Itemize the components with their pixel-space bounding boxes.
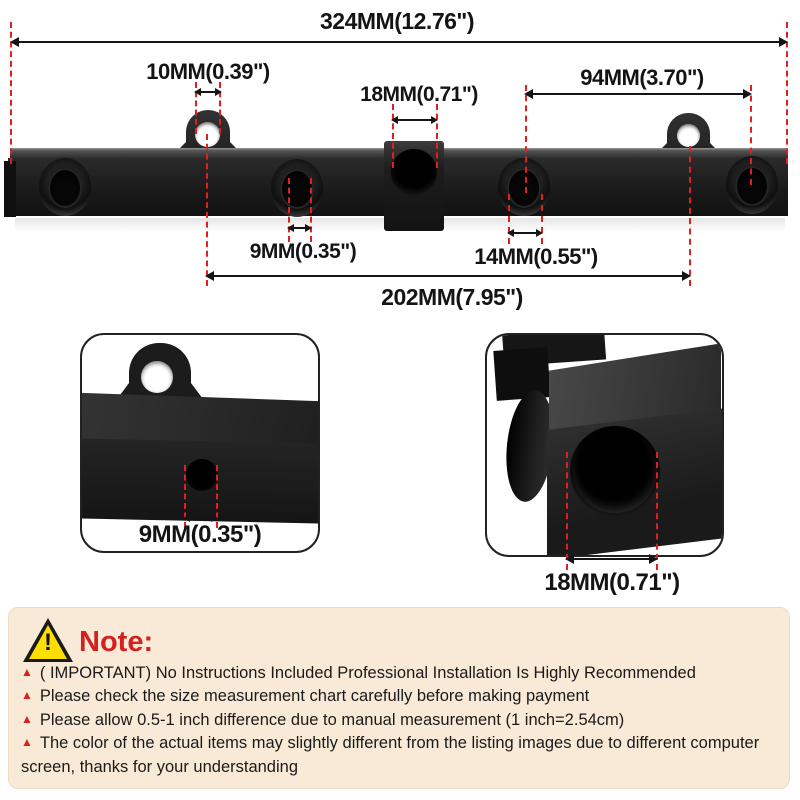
injector-port-hole-2 bbox=[280, 169, 314, 209]
dimension-arrow-ear-hole bbox=[194, 88, 222, 96]
dimension-dashed-line bbox=[206, 134, 208, 286]
closeup-injector-hole bbox=[186, 459, 218, 491]
dimension-arrow-center-port bbox=[391, 116, 438, 124]
dimension-dashed-line bbox=[392, 104, 394, 168]
dimension-dashed-line bbox=[184, 465, 186, 528]
dimension-label-overall: 324MM(12.76") bbox=[320, 8, 474, 34]
dimension-dashed-line bbox=[288, 178, 290, 242]
dimension-label-mount-spacing: 202MM(7.95") bbox=[381, 284, 523, 310]
dimension-dashed-line bbox=[219, 82, 221, 134]
note-bullet: ▲The color of the actual items may sligh… bbox=[21, 732, 787, 778]
dimension-dashed-line bbox=[525, 85, 527, 193]
dimension-dashed-line bbox=[216, 465, 218, 528]
dimension-dashed-line bbox=[656, 452, 658, 570]
closeup-panel-left bbox=[80, 333, 320, 553]
note-bullet-text: Please check the size measurement chart … bbox=[39, 687, 590, 706]
center-inlet-hole bbox=[391, 149, 437, 195]
dimension-dashed-line bbox=[310, 178, 312, 242]
note-bullet-text: Please allow 0.5-1 inch difference due t… bbox=[39, 710, 625, 729]
dimension-dashed-line bbox=[786, 22, 788, 164]
dimension-dashed-line bbox=[195, 82, 197, 134]
injector-port-hole-3 bbox=[507, 168, 541, 208]
dimension-arrow-injector-hole bbox=[287, 224, 312, 232]
dimension-label-ear-hole: 10MM(0.39") bbox=[146, 59, 270, 84]
warning-icon: ! bbox=[23, 618, 73, 662]
closeup-label-right: 18MM(0.71") bbox=[544, 569, 680, 596]
dimension-arrow-overall bbox=[10, 37, 788, 47]
dimension-dashed-line bbox=[436, 104, 438, 168]
bullet-triangle-icon: ▲ bbox=[21, 665, 33, 679]
dimension-dashed-line bbox=[541, 194, 543, 244]
rail-left-endcap bbox=[4, 161, 16, 217]
note-bullet: ▲ Please check the size measurement chart… bbox=[21, 685, 787, 708]
dimension-arrow-port-boss bbox=[507, 229, 543, 237]
closeup-arrow-center-port bbox=[565, 554, 658, 564]
dimension-label-injector-hole: 9MM(0.35") bbox=[249, 240, 357, 263]
bullet-triangle-icon: ▲ bbox=[21, 711, 33, 726]
note-bullets: ▲ ( IMPORTANT) No Instructions Included P… bbox=[21, 662, 787, 778]
dimension-dashed-line bbox=[508, 194, 510, 244]
closeup-arrow-injector-hole bbox=[183, 514, 218, 522]
closeup-panel-right bbox=[485, 333, 724, 557]
dimension-dashed-line bbox=[750, 85, 752, 185]
dimension-dashed-line bbox=[10, 22, 12, 164]
dimension-dashed-line bbox=[689, 146, 691, 286]
closeup-label-left: 9MM(0.35") bbox=[138, 521, 262, 548]
note-bullet-text: The color of the actual items may slight… bbox=[21, 734, 760, 776]
closeup-center-port-hole bbox=[570, 426, 660, 516]
dimension-label-port-boss: 14MM(0.55") bbox=[474, 244, 598, 269]
dimension-label-right-spacing: 94MM(3.70") bbox=[580, 65, 704, 90]
note-bullet: ▲ Please allow 0.5-1 inch difference due … bbox=[21, 709, 787, 732]
dimension-arrow-right-spacing bbox=[524, 89, 752, 99]
warning-icon-mark: ! bbox=[44, 629, 52, 656]
mounting-hole-right bbox=[677, 124, 700, 147]
note-bullet-text: ( IMPORTANT) No Instructions Included Pr… bbox=[39, 664, 696, 682]
note-box: ! Note: ▲ ( IMPORTANT) No Instructions In… bbox=[8, 607, 790, 789]
bullet-triangle-icon: ▲ bbox=[21, 735, 33, 750]
dimension-dashed-line bbox=[566, 452, 568, 570]
injector-port-hole-1 bbox=[48, 168, 82, 208]
dimension-arrow-mount-spacing bbox=[205, 271, 691, 281]
dimension-label-center-port: 18MM(0.71") bbox=[360, 83, 478, 106]
note-bullet: ▲ ( IMPORTANT) No Instructions Included P… bbox=[21, 662, 787, 685]
closeup-ear-hole bbox=[141, 361, 173, 393]
note-title: Note: bbox=[79, 626, 154, 658]
injector-port-hole-4 bbox=[735, 166, 769, 206]
bullet-triangle-icon: ▲ bbox=[21, 688, 33, 703]
